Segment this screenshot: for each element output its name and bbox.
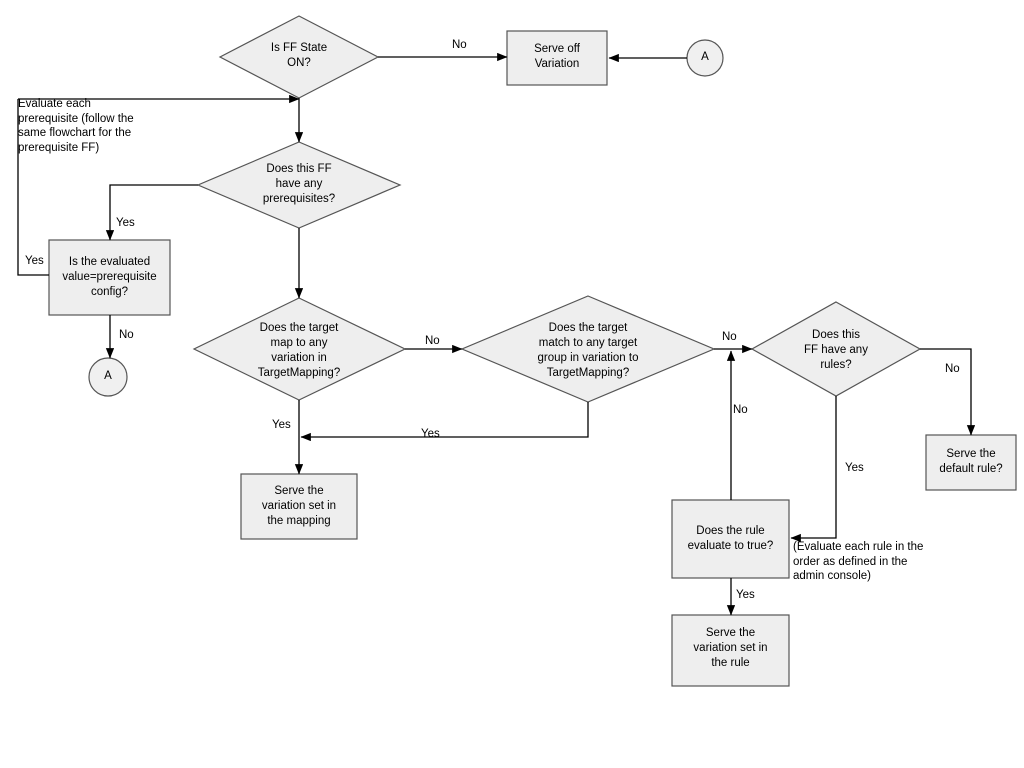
edge-label-has-rules-yes: Yes [845, 462, 864, 474]
shape-serve-off-variation-box[interactable] [506, 30, 608, 86]
edge-label-target-group-yes: Yes [421, 428, 440, 440]
edge-label-rule-false-no: No [733, 404, 748, 416]
shape-ff-state-diamond[interactable] [218, 15, 380, 99]
shape-serve-default-box[interactable] [925, 434, 1017, 491]
shape-rule-true-box[interactable] [671, 499, 790, 579]
edge-label-rule-true-yes: Yes [736, 589, 755, 601]
edge-label-target-group-no: No [722, 331, 737, 343]
edge-has-rules-no [920, 348, 976, 436]
note-prerequisite-evaluation: Evaluate each prerequisite (follow the s… [18, 98, 134, 154]
edge-label-ff-state-no: No [452, 39, 467, 51]
edge-target-group-yes [300, 402, 589, 442]
edge-label-target-map-no: No [425, 335, 440, 347]
node-label-connector-a-top: A [701, 51, 709, 63]
node-label-connector-a-bottom: A [104, 370, 112, 382]
edge-has-rules-yes [790, 396, 837, 543]
shape-serve-rule-box[interactable] [671, 614, 790, 687]
shape-target-map-diamond[interactable] [192, 297, 407, 401]
shape-target-group-diamond[interactable] [460, 295, 716, 403]
edge-label-evaluated-yes-loop: Yes [25, 255, 44, 267]
note-rule-order: (Evaluate each rule in the order as defi… [793, 541, 924, 582]
edge-label-has-rules-no: No [945, 363, 960, 375]
edge-label-target-map-yes: Yes [272, 419, 291, 431]
shape-prerequisites-diamond[interactable] [196, 141, 402, 229]
edge-label-prerequisites-yes: Yes [116, 217, 135, 229]
shape-has-rules-diamond[interactable] [750, 301, 922, 397]
shape-serve-mapping-box[interactable] [240, 473, 358, 540]
edge-label-evaluated-no: No [119, 329, 134, 341]
edge-prerequisites-yes [105, 184, 198, 241]
edge-evaluated-yes-loop [17, 99, 49, 276]
shape-evaluated-value-box[interactable] [48, 239, 171, 316]
